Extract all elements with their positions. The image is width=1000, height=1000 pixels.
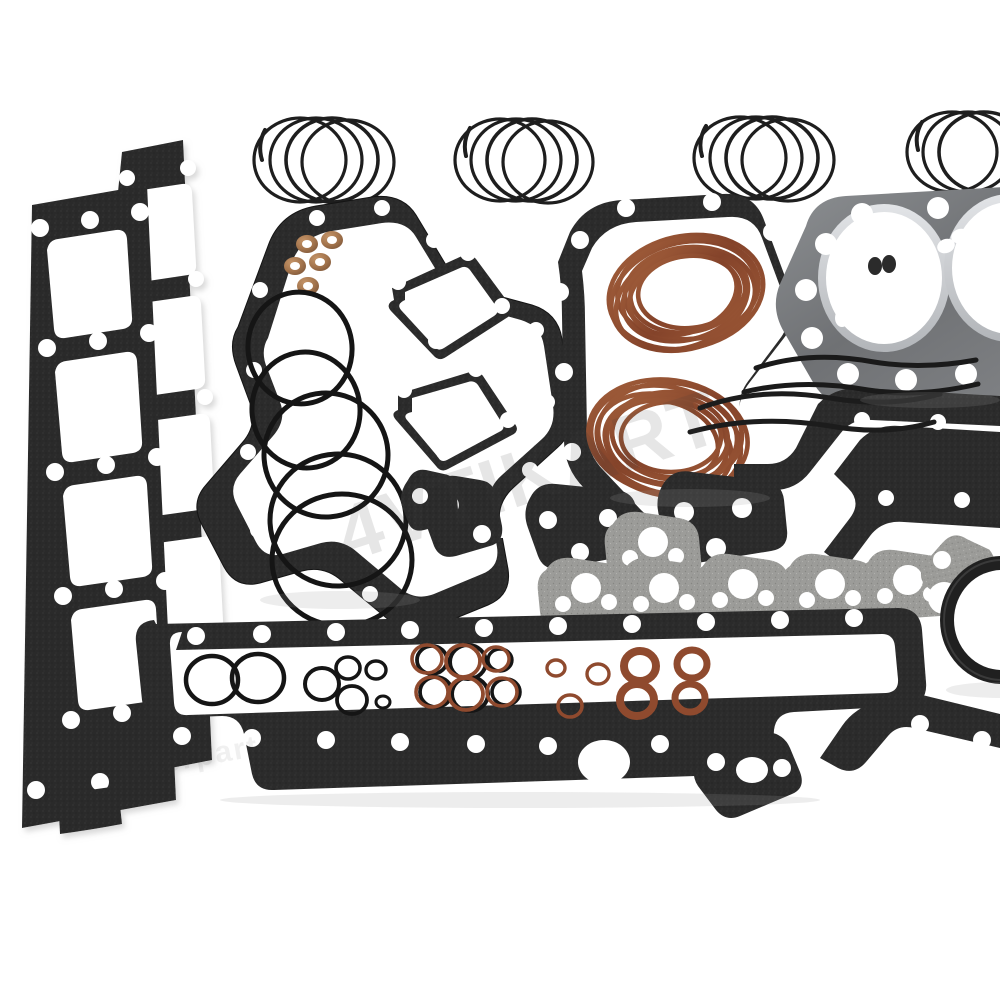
intake-manifold-gasket-strip xyxy=(135,608,927,801)
copper-washer-cluster xyxy=(284,231,343,295)
oring-assortment-rust xyxy=(410,643,711,720)
contact-shadows xyxy=(220,392,1000,808)
exhaust-manifold-gaskets xyxy=(537,511,995,649)
square-flange-gasket-lower xyxy=(393,361,517,471)
rust-oring-coil-upper xyxy=(606,232,766,354)
square-flange-gasket-upper xyxy=(388,245,513,360)
bottom-edge-gasket xyxy=(693,691,1000,818)
piston-ring-set-2 xyxy=(453,117,595,205)
cylinder-head-gasket xyxy=(775,187,1000,407)
front-cover-gasket xyxy=(687,387,1000,568)
crankshaft-oil-seal xyxy=(940,556,1000,684)
loose-gasket-strands xyxy=(741,354,981,396)
